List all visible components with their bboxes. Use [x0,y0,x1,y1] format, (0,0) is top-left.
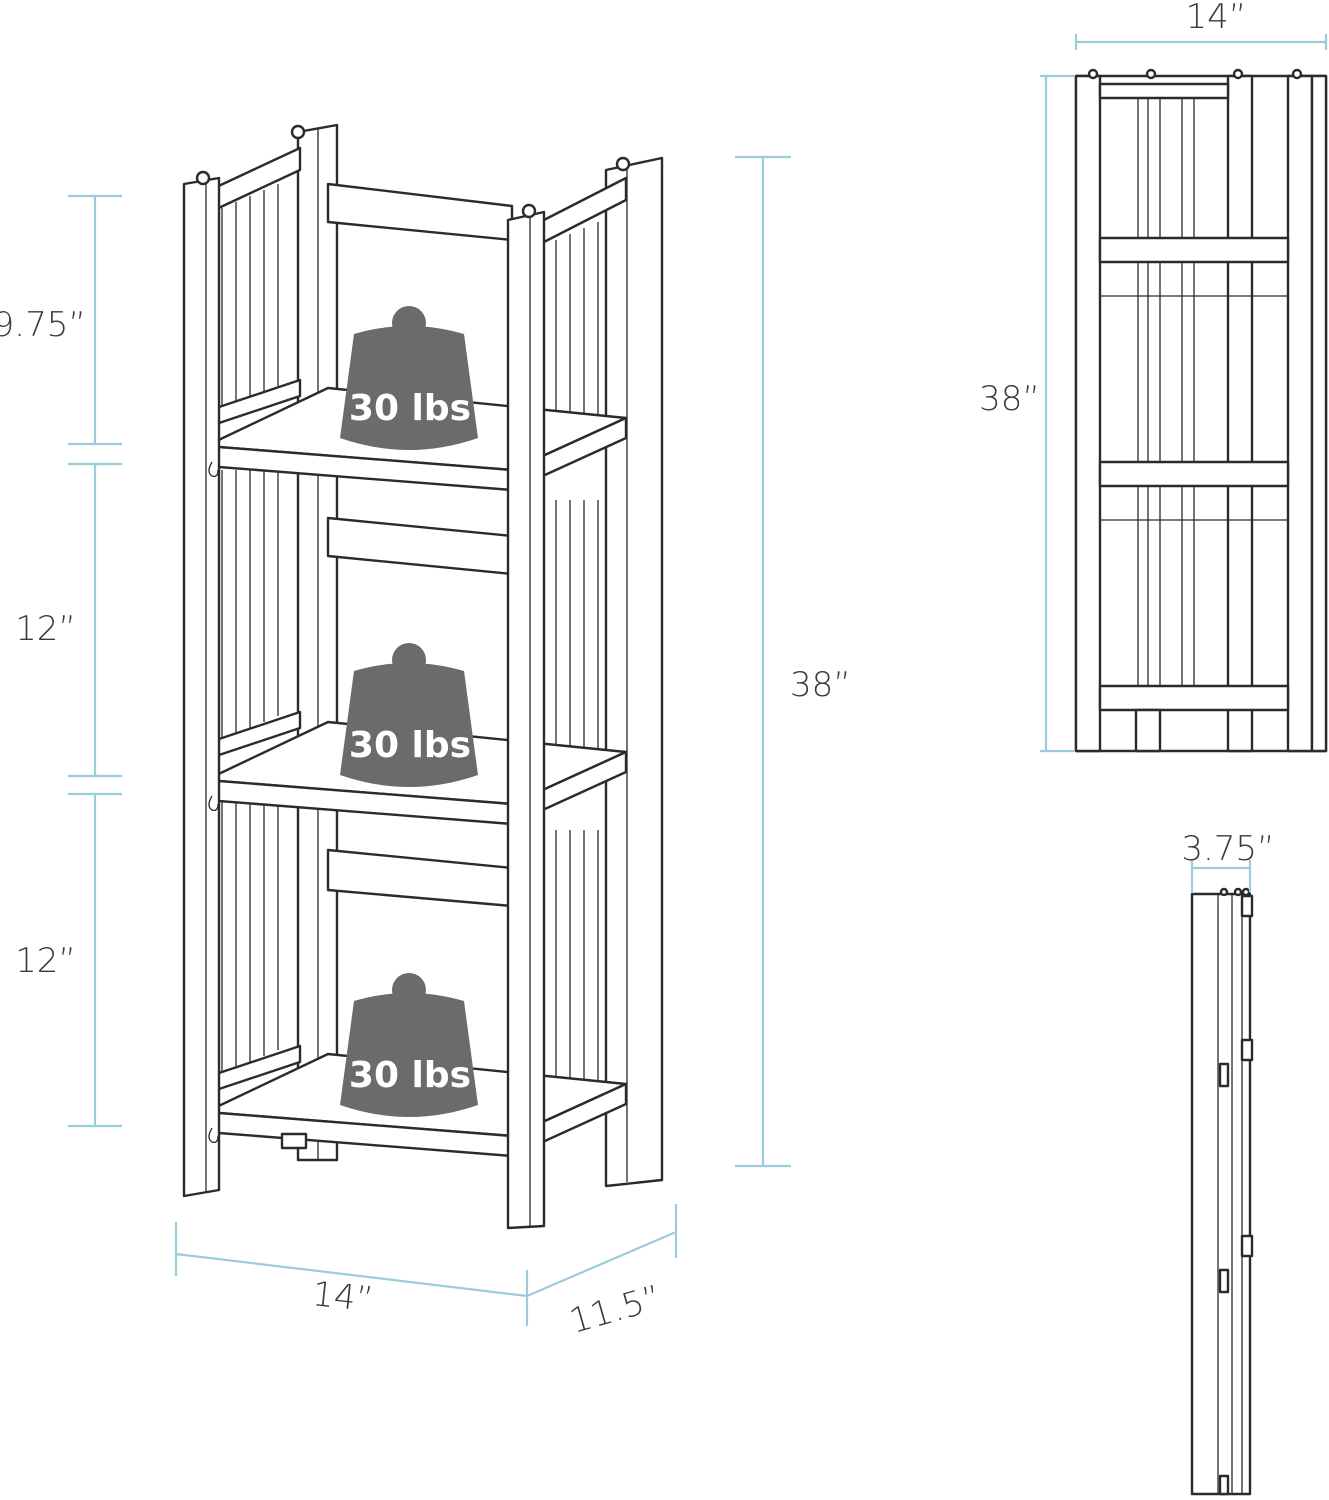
front-left-post [182,176,221,1198]
front-width-label: 14” [1186,0,1247,37]
shelf-spacing-bottom-label: 12” [15,941,76,981]
right-side-slats [555,222,599,1104]
back-top-rail [326,182,514,242]
front-right-post [506,210,546,1230]
back-foot [280,1132,308,1150]
hinge-knobs [195,124,631,1144]
left-top-bar [208,146,302,214]
shelf-weight-1: 30 lbs [340,306,478,450]
back-lower-rail [326,848,514,908]
width-label: 14” [310,1274,375,1320]
shelf-load-label-1: 30 lbs [349,388,471,429]
front-view-dimensions: 14” 38” [978,0,1328,753]
shelf-load-label-2: 30 lbs [349,725,471,766]
front-height-label: 38” [979,379,1040,419]
shelf-weight-3: 30 lbs [340,973,478,1117]
depth-label: 11.5” [565,1278,666,1342]
left-side-slats [208,184,302,1094]
bookcase-front-view [1074,68,1328,753]
shelf-load-label-3: 30 lbs [349,1055,471,1096]
folded-view-dimensions: 3.75” [1181,829,1275,892]
shelf-spacing-middle-label: 12” [15,609,76,649]
folded-thickness-label: 3.75” [1181,829,1274,869]
main-dimensions: 9.75” 12” 12” 38” 14” 11.5” [0,155,851,1342]
shelf-weight-2: 30 lbs [340,643,478,787]
back-middle-rail [326,516,514,576]
back-right-post [604,156,664,1188]
bookcase-folded-view [1190,887,1254,1496]
total-height-label: 38” [790,665,851,705]
bookcase-perspective-view: 30 lbs 30 lbs 30 lbs [182,123,664,1230]
shelf-spacing-top-label: 9.75” [0,305,86,345]
